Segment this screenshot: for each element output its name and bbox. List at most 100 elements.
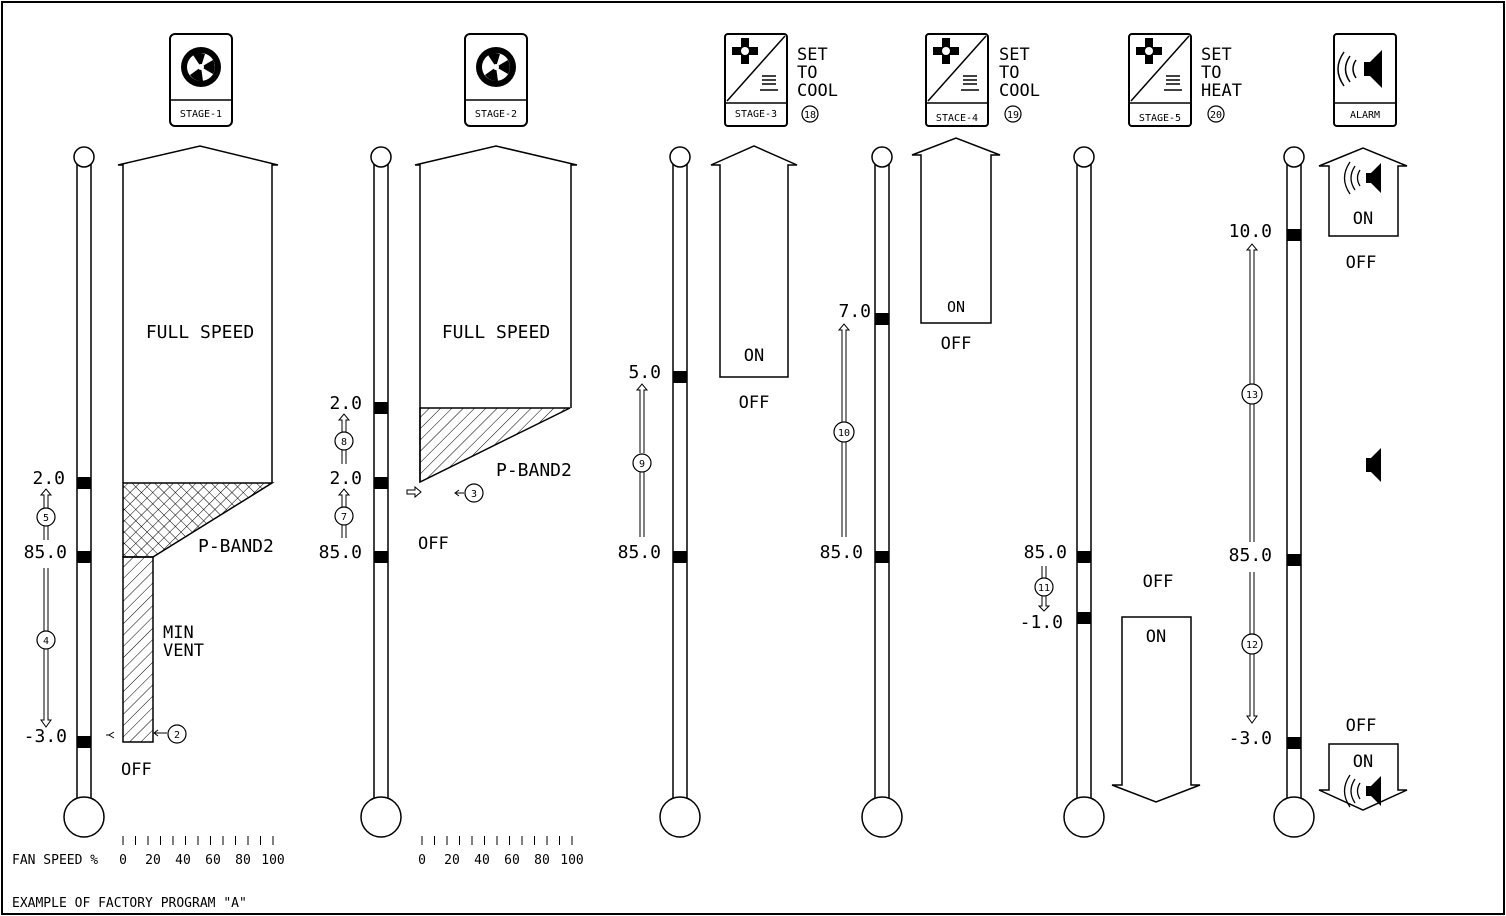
stage1-min: MIN <box>163 623 194 643</box>
stage1-setpoint-mid: 85.0 <box>24 542 67 563</box>
stage5-on-region <box>1111 616 1201 803</box>
stage1-setpoint-top: 2.0 <box>32 468 65 489</box>
stage1-header: STAGE-1 <box>169 33 233 127</box>
stage5-thermometer <box>1063 146 1105 838</box>
stage4-callout-10: 10 <box>838 428 850 439</box>
fan-speed-tick: 40 <box>175 853 191 868</box>
stage3-on: ON <box>744 346 764 366</box>
stage4-label: STACE-4 <box>936 113 978 124</box>
stage1-off: OFF <box>121 760 152 780</box>
stage2-pband: P-BAND2 <box>496 460 572 481</box>
fan-speed-scale-1: FAN SPEED % 0 20 40 60 80 100 <box>12 836 285 868</box>
alarm-on-top: ON <box>1353 209 1373 229</box>
alarm-thermometer <box>1273 146 1315 838</box>
alarm-off-bottom: OFF <box>1346 716 1377 736</box>
alarm-on-bottom-region <box>1318 743 1408 811</box>
stage4-header: STACE-4 SET TO COOL 19 <box>925 33 1040 127</box>
stage1-thermometer <box>63 146 105 838</box>
stage2-label: STAGE-2 <box>475 109 517 120</box>
stage5-callout-11: 11 <box>1038 583 1050 594</box>
speaker-icon <box>1337 50 1382 88</box>
stage3-callout: 18 <box>804 110 816 121</box>
alarm-diagram: ON OFF OFF ON 10.0 85.0 -3.0 13 12 <box>1229 147 1408 811</box>
stage5-on: ON <box>1146 627 1166 647</box>
stage3-mode-line1: SET <box>797 45 828 65</box>
min-vent-region <box>122 556 154 743</box>
fan-speed-tick: 100 <box>560 853 583 868</box>
stage2-callout-7: 7 <box>341 512 347 523</box>
fan-speed-tick: 60 <box>504 853 520 868</box>
cool-heat-icon <box>927 35 987 102</box>
stage1-pband: P-BAND2 <box>198 536 274 557</box>
stage1-setpoint-low: -3.0 <box>24 726 67 747</box>
full-speed-region <box>117 145 279 483</box>
stage4-diagram: ON OFF 7.0 85.0 10 <box>820 137 1001 563</box>
stage5-mode-line1: SET <box>1201 45 1232 65</box>
footer-caption: EXAMPLE OF FACTORY PROGRAM "A" <box>12 896 247 911</box>
stage5-mode-line3: HEAT <box>1201 81 1242 101</box>
stage3-label: STAGE-3 <box>735 109 777 120</box>
stage4-thermometer <box>861 146 903 838</box>
stage4-mode-line1: SET <box>999 45 1030 65</box>
stage5-callout: 20 <box>1210 110 1222 121</box>
stage2-header: STAGE-2 <box>464 33 528 127</box>
speaker-icon <box>1366 448 1381 482</box>
stage3-setpoint-low: 85.0 <box>618 542 661 563</box>
alarm-header: ALARM <box>1333 33 1397 127</box>
fan-icon <box>476 47 516 87</box>
fan-speed-tick: 80 <box>534 853 550 868</box>
alarm-setpoint-mid: 85.0 <box>1229 545 1272 566</box>
stage5-off: OFF <box>1143 572 1174 592</box>
stage2-setpoint-low: 85.0 <box>319 542 362 563</box>
stage3-on-region <box>710 145 798 378</box>
stage1-callout-4: 4 <box>43 636 49 647</box>
stage2-callout-8: 8 <box>341 437 347 448</box>
stage4-off: OFF <box>941 334 972 354</box>
stage5-setpoint-top: 85.0 <box>1024 542 1067 563</box>
stage5-header: STAGE-5 SET TO HEAT 20 <box>1128 33 1242 127</box>
stage4-on: ON <box>947 298 965 316</box>
stage3-callout-9: 9 <box>639 459 645 470</box>
stage3-diagram: ON OFF 5.0 85.0 9 <box>618 145 798 563</box>
stage5-diagram: ON OFF 85.0 -1.0 11 <box>1020 542 1201 803</box>
stage1-callout-5: 5 <box>43 513 49 524</box>
stage3-mode-line3: COOL <box>797 81 838 101</box>
fan-speed-tick: 0 <box>418 853 426 868</box>
fan-speed-tick: 40 <box>474 853 490 868</box>
fan-speed-tick: 100 <box>261 853 284 868</box>
speaker-icon <box>1343 774 1381 808</box>
stage2-thermometer <box>360 146 402 838</box>
stage2-setpoint-top: 2.0 <box>329 393 362 414</box>
alarm-callout-12: 12 <box>1246 640 1258 651</box>
alarm-off-top: OFF <box>1346 253 1377 273</box>
fan-speed-tick: 0 <box>119 853 127 868</box>
fan-speed-tick: 60 <box>205 853 221 868</box>
stage2-setpoint-mid: 2.0 <box>329 468 362 489</box>
stage4-on-region <box>911 137 1001 324</box>
stage4-setpoint-low: 85.0 <box>820 542 863 563</box>
stage5-mode-line2: TO <box>1201 63 1221 83</box>
stage1-vent: VENT <box>163 641 204 661</box>
fan-speed-tick: 20 <box>444 853 460 868</box>
stage1-label: STAGE-1 <box>180 109 222 120</box>
cool-heat-icon <box>726 35 786 102</box>
fan-speed-tick: 20 <box>145 853 161 868</box>
full-speed-region <box>414 145 578 482</box>
stage2-diagram: FULL SPEED P-BAND2 OFF 2.0 2.0 85.0 8 7 … <box>319 145 578 563</box>
stage4-setpoint-top: 7.0 <box>838 301 871 322</box>
alarm-label: ALARM <box>1350 110 1380 121</box>
stage4-mode-line3: COOL <box>999 81 1040 101</box>
stage3-header: STAGE-3 SET TO COOL 18 <box>724 33 838 127</box>
alarm-setpoint-low: -3.0 <box>1229 728 1272 749</box>
stage3-off: OFF <box>739 393 770 413</box>
stage1-full-speed: FULL SPEED <box>146 322 254 343</box>
stage2-off: OFF <box>418 534 449 554</box>
stage3-setpoint-top: 5.0 <box>628 362 661 383</box>
fan-speed-scale-2: 0 20 40 60 80 100 <box>418 836 584 868</box>
alarm-callout-13: 13 <box>1246 390 1258 401</box>
stage5-setpoint-low: -1.0 <box>1020 612 1063 633</box>
stage4-callout: 19 <box>1007 110 1019 121</box>
alarm-on-bottom: ON <box>1353 752 1373 772</box>
